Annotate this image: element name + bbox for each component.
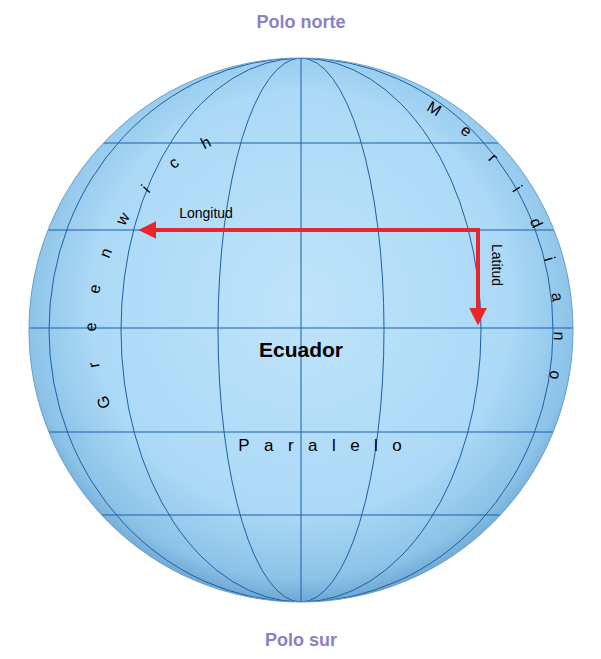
longitude-arrow [142, 228, 478, 232]
latitude-arrow [476, 228, 480, 322]
arc-letter: n [551, 332, 567, 341]
globe-rim [29, 58, 573, 602]
equator-label: Ecuador [259, 338, 343, 362]
arc-letter: e [83, 323, 99, 332]
axis-label: Longitud [179, 205, 233, 221]
pole-label: Polo sur [265, 630, 337, 651]
parallel-label: Paralelo [238, 436, 416, 456]
axis-label: Latitud [489, 244, 505, 286]
graticule [0, 50, 601, 610]
pole-label: Polo norte [257, 12, 346, 33]
